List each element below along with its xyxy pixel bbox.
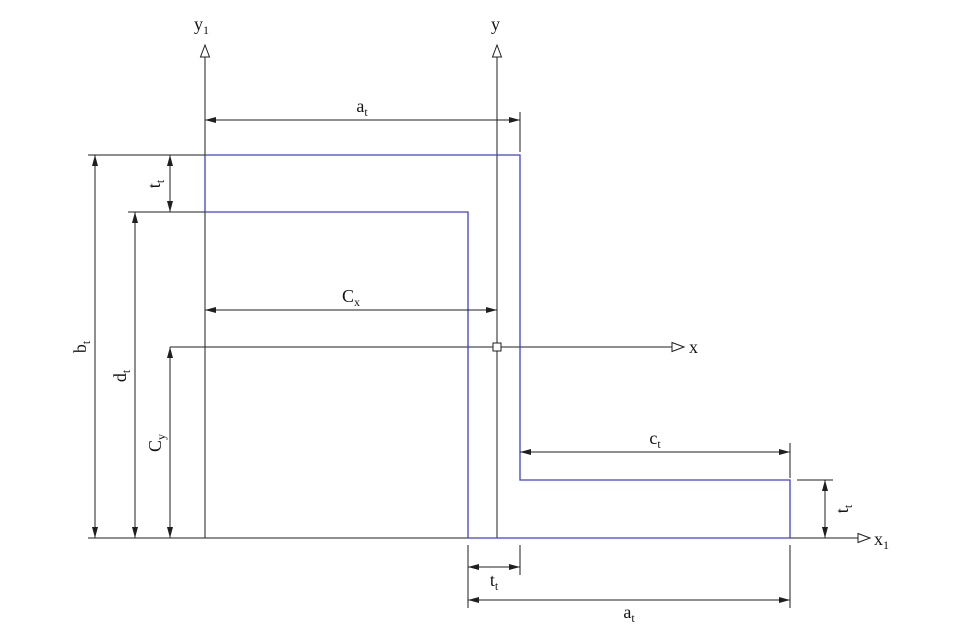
dim-label-base: t	[832, 508, 852, 513]
dim-arrow	[205, 117, 216, 123]
axis-label-base: y	[194, 14, 203, 34]
dim-label-t-right: tt	[832, 504, 855, 513]
dim-label-c-flange: ct	[649, 428, 661, 451]
x-axis-label: x	[689, 337, 698, 357]
x-axis-arrow	[671, 341, 686, 353]
dim-label-d-left: dt	[110, 369, 133, 382]
dim-label-a-top: at	[356, 96, 368, 119]
dim-label-sub: t	[119, 369, 133, 373]
dim-arrow	[167, 201, 173, 212]
dim-label-base: d	[110, 373, 130, 382]
dim-arrow	[486, 307, 497, 313]
axis-label-base: x	[874, 529, 883, 549]
y-axis-arrow	[491, 43, 503, 58]
dim-label-base: a	[356, 96, 364, 116]
dim-arrow	[205, 307, 216, 313]
x1-axis-label: x1	[874, 529, 889, 552]
dim-arrow	[132, 212, 138, 223]
dim-label-base: a	[623, 602, 631, 622]
centroid-marker	[492, 342, 502, 352]
axis-arrowheads	[199, 43, 872, 544]
dim-label-base: b	[70, 344, 90, 353]
dim-arrow	[167, 527, 173, 538]
dim-arrow	[822, 527, 828, 538]
axis-label-base: y	[491, 14, 500, 34]
dim-label-cx: Cx	[342, 286, 360, 309]
dim-arrow	[509, 564, 520, 570]
dim-label-a-bottom: at	[623, 602, 635, 625]
dim-arrow	[167, 347, 173, 358]
z-section-outline	[204, 154, 791, 539]
axis-label-base: x	[689, 337, 698, 357]
dim-arrow	[468, 597, 479, 603]
dim-label-b-left: bt	[70, 340, 93, 353]
dim-label-base: C	[342, 286, 354, 306]
axis-label-sub: 1	[203, 23, 209, 37]
dim-label-sub: t	[841, 504, 855, 508]
extension-lines	[88, 112, 833, 608]
dim-label-base: C	[145, 440, 165, 452]
dim-label-t-top-left: tt	[144, 179, 167, 188]
dim-arrow	[132, 527, 138, 538]
labels: y1 y x x1 at Cx ct tt at tt bt dt Cy tt	[70, 14, 889, 625]
y1-axis-arrow	[199, 43, 211, 58]
dim-arrow	[779, 597, 790, 603]
dim-arrow	[468, 564, 479, 570]
dim-label-base: t	[144, 183, 164, 188]
dim-arrow	[779, 449, 790, 455]
dim-arrow	[520, 449, 531, 455]
dim-label-sub: x	[354, 295, 360, 309]
dim-label-sub: t	[495, 579, 499, 593]
x1-axis-arrow	[857, 532, 872, 544]
y1-axis-label: y1	[194, 14, 209, 37]
dim-label-sub: t	[79, 340, 93, 344]
dim-arrow	[822, 480, 828, 491]
dim-label-sub: t	[631, 611, 635, 625]
dim-label-base: c	[649, 428, 657, 448]
dim-arrow	[92, 155, 98, 166]
dim-label-base: t	[490, 570, 495, 590]
axis-label-sub: 1	[883, 538, 889, 552]
y-axis-label: y	[491, 14, 500, 34]
dimension-arrowheads	[92, 117, 828, 603]
dim-arrow	[167, 155, 173, 166]
dim-label-sub: t	[364, 105, 368, 119]
dim-label-sub: t	[153, 179, 167, 183]
dim-label-sub: t	[657, 437, 661, 451]
dim-label-sub: y	[154, 434, 168, 440]
axis-lines	[88, 57, 858, 539]
dim-label-cy: Cy	[145, 434, 168, 452]
dim-arrow	[509, 117, 520, 123]
dim-arrow	[92, 527, 98, 538]
dim-label-t-bottom: tt	[490, 570, 499, 593]
